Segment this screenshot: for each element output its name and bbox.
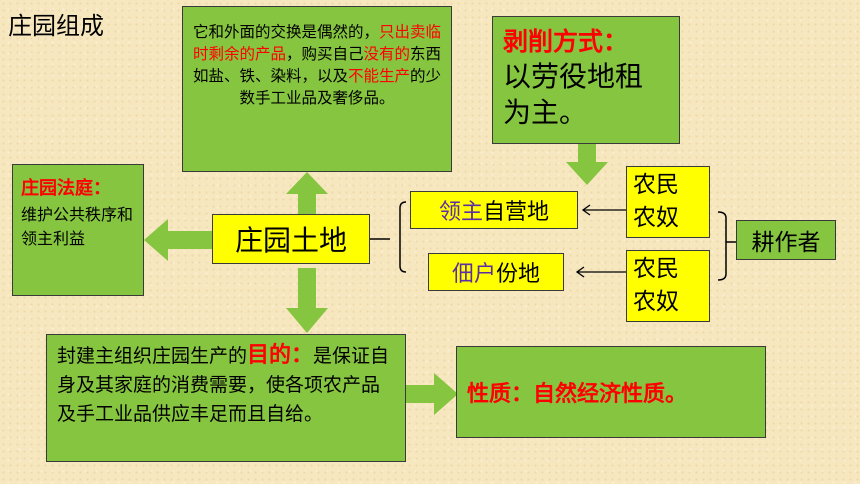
- workers-top-line2: 农奴: [633, 205, 679, 231]
- exchange-text-7: 的少数手工业品及奢侈品。: [239, 67, 442, 107]
- court-body: 维护公共秩序和领主利益: [21, 205, 134, 248]
- left-arrow-court: [144, 219, 212, 261]
- workers-bottom-line2: 农奴: [633, 289, 679, 315]
- nature-box: 性质：自然经济性质。: [456, 346, 766, 438]
- tenant-land-box: 佃户份地: [428, 253, 564, 291]
- lord-demesne-box: 领主自营地: [410, 191, 578, 229]
- exploitation-body: 以劳役地租为主。: [503, 60, 644, 129]
- exchange-text-3: ，购买自己: [285, 45, 364, 63]
- exchange-text-2: 只出卖临时剩余的产品: [192, 23, 442, 63]
- cultivators-box: 耕作者: [736, 220, 836, 260]
- purpose-box: 封建主组织庄园生产的目的：是保证自身及其家庭的消费需要，使各项农产品及手工业品供…: [46, 334, 406, 462]
- manor-land-box: 庄园土地: [212, 214, 370, 264]
- cultivators-label: 耕作者: [751, 230, 821, 256]
- exchange-text-5: 东西如盐、铁、染料，以及: [192, 45, 442, 85]
- right-arrow-nature: [406, 373, 458, 415]
- exchange-box: 它和外面的交换是偶然的，只出卖临时剩余的产品，购买自己没有的东西如盐、铁、染料，…: [182, 6, 452, 172]
- exploitation-box: 剥削方式： 以劳役地租为主。: [492, 16, 680, 144]
- exploitation-heading: 剥削方式：: [503, 27, 629, 56]
- tenant-land-prefix: 佃户: [451, 262, 496, 287]
- workers-top-line1: 农民: [633, 172, 679, 198]
- arrow-workers-to-lord-land: [581, 204, 626, 216]
- court-heading: 庄园法庭：: [21, 178, 111, 199]
- down-arrow-purpose: [286, 268, 328, 333]
- up-arrow-exchange: [286, 172, 328, 214]
- purpose-prefix: 封建主组织庄园生产的: [57, 345, 248, 367]
- workers-bottom-line1: 农民: [633, 256, 679, 282]
- lord-land-suffix: 自营地: [483, 200, 550, 225]
- exchange-text-6: 不能生产: [347, 67, 410, 85]
- exchange-text-1: 它和外面的交换是偶然的，: [192, 23, 379, 41]
- manor-land-label: 庄园土地: [234, 224, 347, 257]
- purpose-body: 是保证自身及其家庭的消费需要，使各项农产品及手工业品供应丰足而且自给。: [57, 345, 390, 425]
- nature-label: 性质：自然经济性质。: [467, 381, 688, 407]
- tenant-land-suffix: 份地: [496, 262, 541, 287]
- arrow-workers-to-tenant-land: [575, 266, 626, 278]
- court-box: 庄园法庭： 维护公共秩序和领主利益: [12, 164, 144, 296]
- workers-bottom-box: 农民 农奴: [626, 250, 710, 322]
- branch-connector: [370, 201, 407, 273]
- purpose-heading: 目的：: [247, 342, 314, 368]
- workers-top-box: 农民 农奴: [626, 166, 710, 238]
- lord-land-prefix: 领主: [438, 200, 483, 225]
- page-title: 庄园组成: [8, 12, 104, 40]
- exchange-text-4: 没有的: [363, 45, 411, 63]
- down-arrow-exploit: [566, 144, 608, 185]
